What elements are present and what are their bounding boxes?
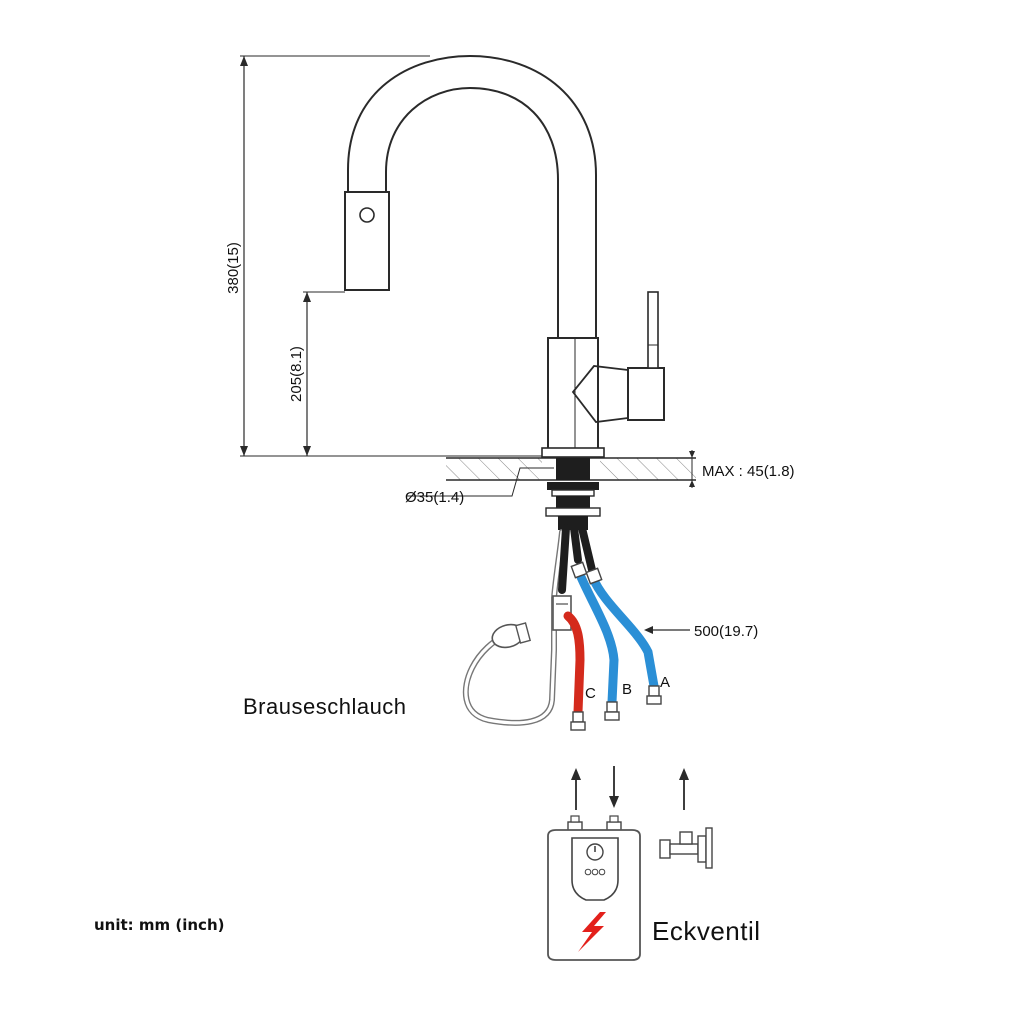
shower-hose-label: Brauseschlauch <box>243 694 407 719</box>
hose-weight <box>491 622 532 649</box>
dimension-hose-length: 500(19.7) <box>644 623 758 640</box>
dimension-deck-thickness: MAX : 45(1.8) <box>689 450 795 488</box>
faucet <box>344 54 665 458</box>
hose-b-label: B <box>622 681 632 698</box>
spray-head-button-icon <box>359 207 375 223</box>
dimension-hole-diameter-label: Ø35(1.4) <box>405 489 464 506</box>
faucet-body <box>547 337 599 451</box>
dimension-spout-height: 205(8.1) <box>288 291 345 456</box>
faucet-lever <box>627 367 665 421</box>
arrow-down-icon <box>609 766 619 808</box>
faucet-spout <box>347 54 597 340</box>
dimension-total-height: 380(15) <box>225 55 548 457</box>
mounting-shank <box>545 458 601 530</box>
hose-a-cold <box>588 573 659 691</box>
angle-valve-label: Eckventil <box>652 916 761 946</box>
lightning-icon <box>578 912 606 952</box>
hose-c-label: C <box>585 685 596 702</box>
hoses <box>462 524 662 731</box>
dimension-spout-height-label: 205(8.1) <box>288 346 305 402</box>
water-heater-icon <box>547 815 641 961</box>
dimension-hole-diameter: Ø35(1.4) <box>405 467 554 506</box>
flow-arrows <box>571 766 689 810</box>
hose-a-label: A <box>660 674 670 691</box>
angle-valve-icon <box>659 827 713 869</box>
hose-b-cold <box>573 565 619 707</box>
hose-c-hot <box>563 611 585 717</box>
spray-head <box>344 191 390 291</box>
arrow-up-icon <box>679 768 689 810</box>
dimension-hose-length-label: 500(19.7) <box>694 623 758 640</box>
arrow-up-icon <box>571 768 581 810</box>
unit-note: unit: mm (inch) <box>94 916 224 934</box>
dimension-deck-thickness-label: MAX : 45(1.8) <box>702 463 795 480</box>
dimension-total-height-label: 380(15) <box>225 242 242 294</box>
